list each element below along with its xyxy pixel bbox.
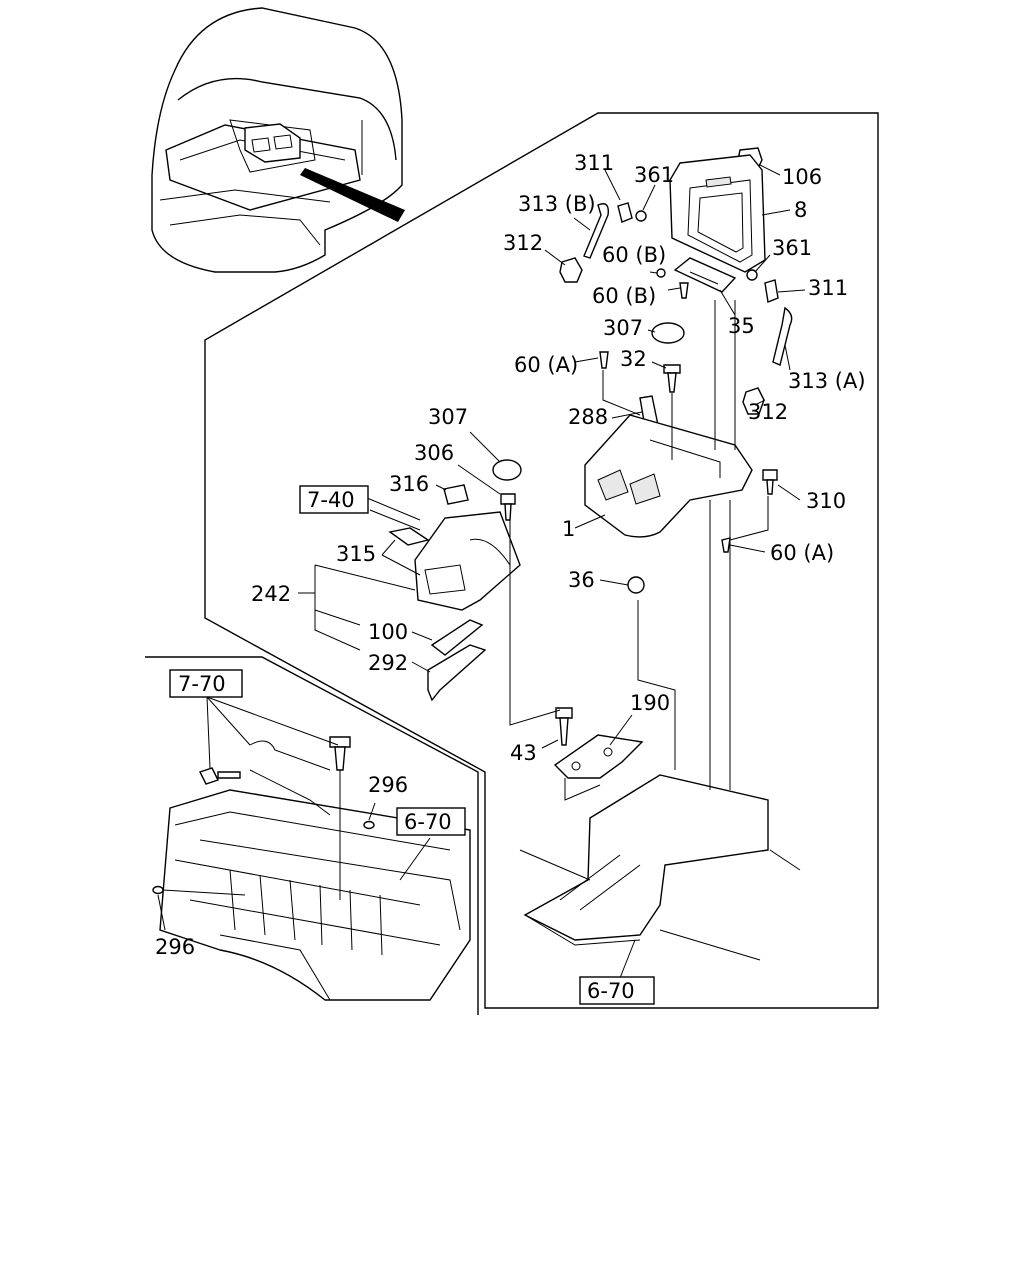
callout-307-top: 307 — [603, 316, 643, 340]
callout-315: 315 — [336, 542, 376, 566]
callout-296-lower: 296 — [155, 935, 195, 959]
callout-313-a: 313 (A) — [788, 369, 866, 393]
callout-60-b-lower: 60 (B) — [592, 284, 656, 308]
ref-7-40: 7-40 — [307, 488, 355, 512]
callout-36: 36 — [568, 568, 595, 592]
ref-6-70-roof: 6-70 — [587, 979, 635, 1003]
cab-overview-drawing — [151, 7, 405, 273]
callout-43: 43 — [510, 741, 537, 765]
callout-60-a-right: 60 (A) — [770, 541, 834, 565]
callout-106: 106 — [782, 165, 822, 189]
callout-361-right: 361 — [772, 236, 812, 260]
callout-311-top: 311 — [574, 151, 614, 175]
callout-310: 310 — [806, 489, 846, 513]
callout-316: 316 — [389, 472, 429, 496]
ref-7-70: 7-70 — [178, 672, 226, 696]
parts-drawings — [152, 147, 801, 1001]
callout-labels: 106 8 311 361 313 (B) 312 60 (B) 60 (B) … — [155, 151, 866, 959]
callout-1: 1 — [562, 517, 575, 541]
reference-boxes: 7-40 7-70 6-70 6-70 — [169, 485, 655, 1005]
floor-detail-frame — [145, 656, 479, 1015]
callout-311-right: 311 — [808, 276, 848, 300]
callout-32: 32 — [620, 347, 647, 371]
callout-307-left: 307 — [428, 405, 468, 429]
callout-8: 8 — [794, 198, 807, 222]
callout-60-b-upper: 60 (B) — [602, 243, 666, 267]
detail-frame — [204, 112, 879, 1009]
callout-312-bottom: 312 — [748, 400, 788, 424]
callout-296-upper: 296 — [368, 773, 408, 797]
callout-313-b: 313 (B) — [518, 192, 596, 216]
callout-100: 100 — [368, 620, 408, 644]
callout-306: 306 — [414, 441, 454, 465]
callout-292: 292 — [368, 651, 408, 675]
callout-190: 190 — [630, 691, 670, 715]
callout-35: 35 — [728, 314, 755, 338]
callout-60-a-left: 60 (A) — [514, 353, 578, 377]
callout-312-top: 312 — [503, 231, 543, 255]
callout-242: 242 — [251, 582, 291, 606]
callout-288: 288 — [568, 405, 608, 429]
leader-lines — [157, 164, 806, 979]
ref-6-70-floor: 6-70 — [404, 810, 452, 834]
callout-361-top: 361 — [634, 163, 674, 187]
